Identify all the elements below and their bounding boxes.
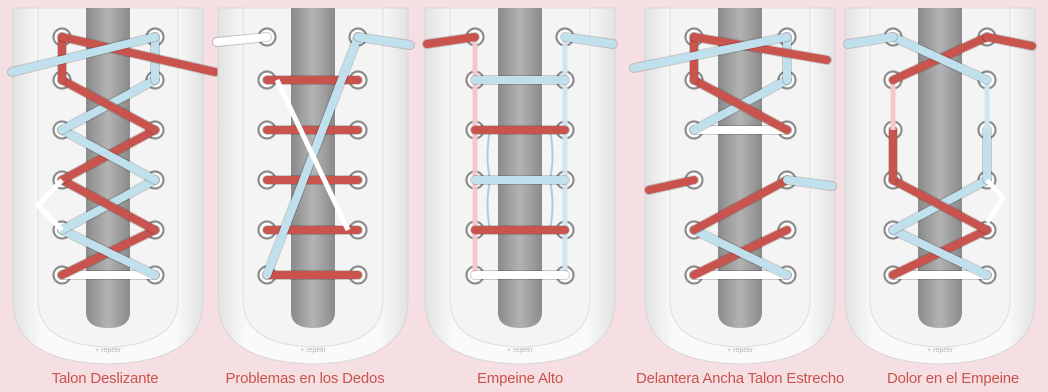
panel-5-caption: Dolor en el Empeine [868, 368, 1038, 390]
tongue-label: + repetir [927, 347, 954, 354]
